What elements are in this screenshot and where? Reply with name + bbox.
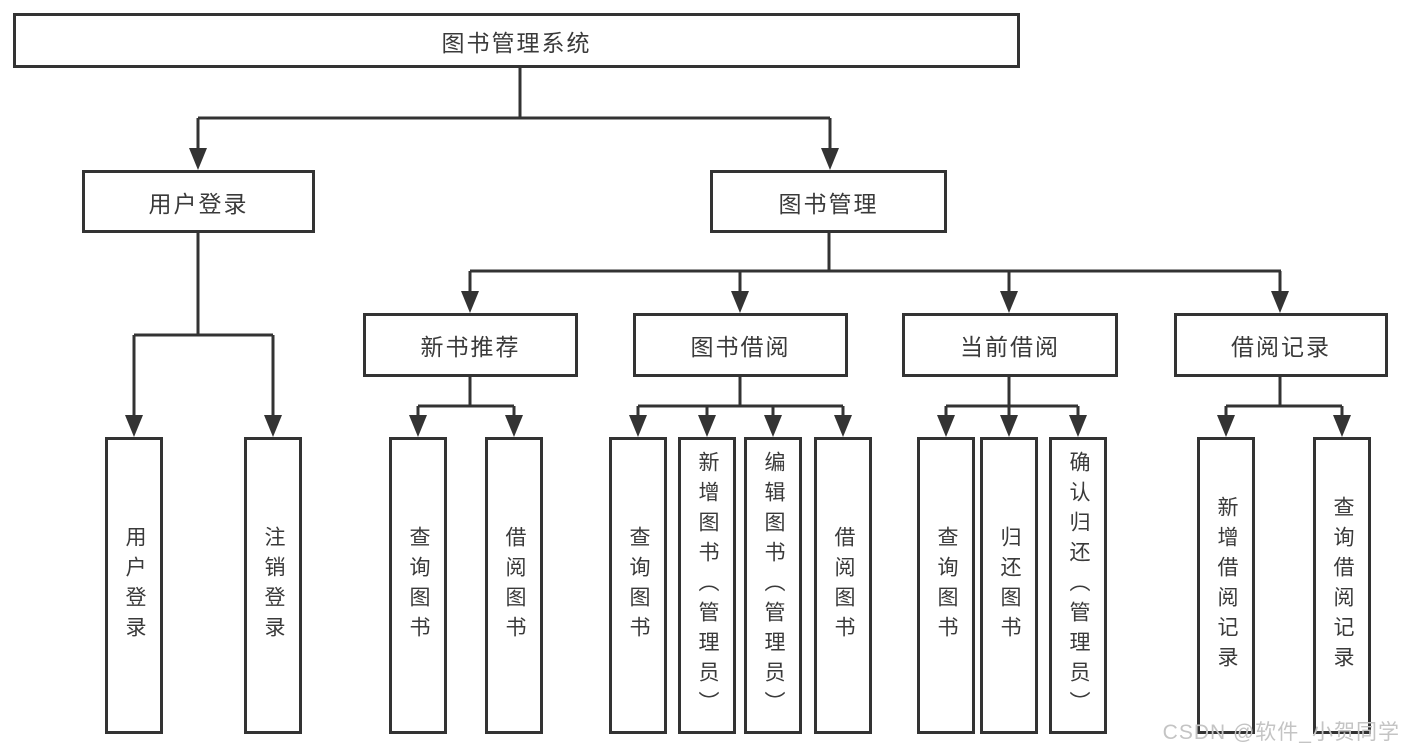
- leaf-user-login: 用户登录: [105, 437, 163, 734]
- node-new-book-recommendation: 新书推荐: [363, 313, 578, 377]
- leaf-borrowing-query-books: 查询图书: [609, 437, 667, 734]
- node-current-borrowing: 当前借阅: [902, 313, 1118, 377]
- leaf-borrowing-borrow-books: 借阅图书: [814, 437, 872, 734]
- leaf-records-query-borrow-record: 查询借阅记录: [1313, 437, 1371, 734]
- leaf-borrowing-add-books-admin: 新增图书（管理员）: [678, 437, 736, 734]
- arrowheads: [125, 148, 1351, 437]
- leaf-recommend-borrow-books: 借阅图书: [485, 437, 543, 734]
- leaf-logout: 注销登录: [244, 437, 302, 734]
- leaf-records-add-borrow-record: 新增借阅记录: [1197, 437, 1255, 734]
- node-user-login: 用户登录: [82, 170, 315, 233]
- leaf-recommend-query-books: 查询图书: [389, 437, 447, 734]
- leaf-current-confirm-return-admin: 确认归还（管理员）: [1049, 437, 1107, 734]
- leaf-current-query-books: 查询图书: [917, 437, 975, 734]
- node-library-management-system: 图书管理系统: [13, 13, 1020, 68]
- node-book-management: 图书管理: [710, 170, 947, 233]
- leaf-current-return-books: 归还图书: [980, 437, 1038, 734]
- node-book-borrowing: 图书借阅: [633, 313, 848, 377]
- leaf-borrowing-edit-books-admin: 编辑图书（管理员）: [744, 437, 802, 734]
- csdn-watermark: CSDN @软件_小贺同学: [1162, 721, 1400, 744]
- node-borrowing-records: 借阅记录: [1174, 313, 1388, 377]
